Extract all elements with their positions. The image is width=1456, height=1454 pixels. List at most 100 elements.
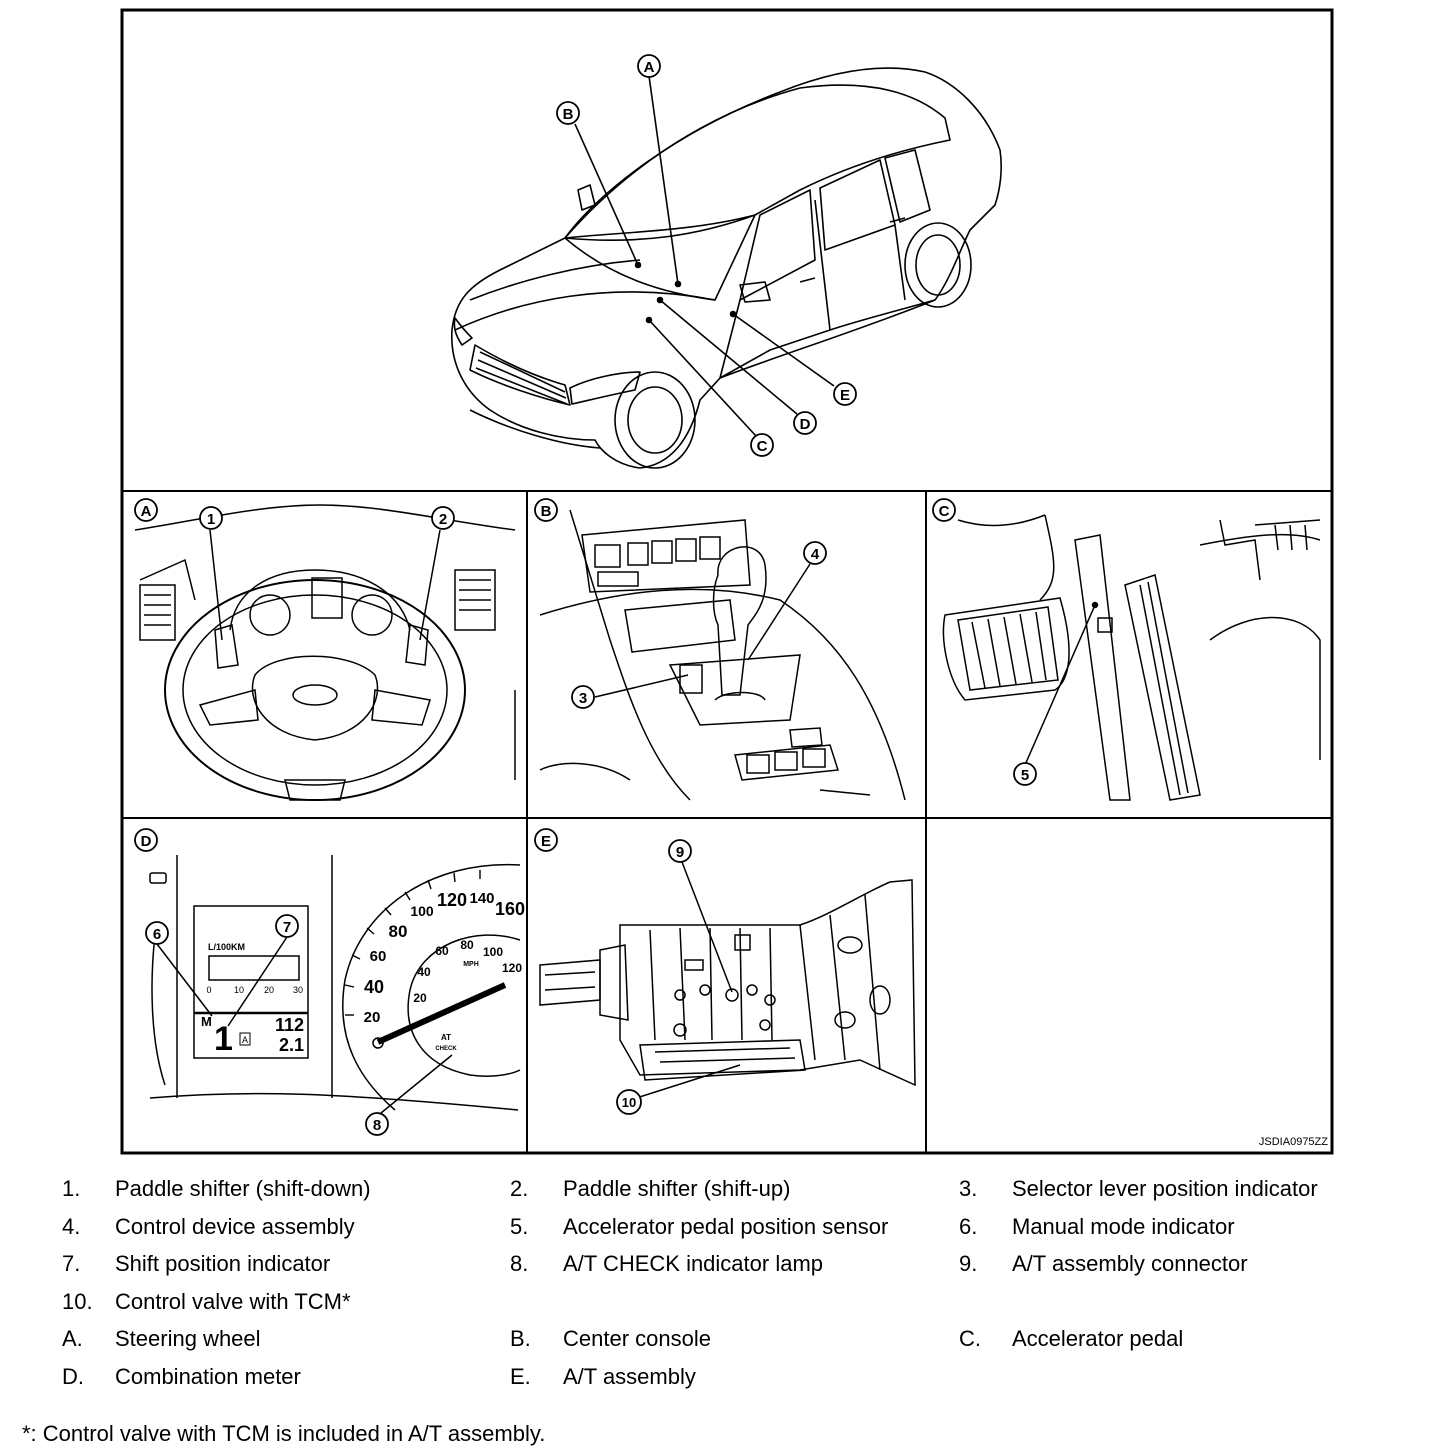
legend-text: Shift position indicator xyxy=(115,1251,331,1276)
display-scale-10: 10 xyxy=(234,985,244,995)
legend-text: Steering wheel xyxy=(115,1326,261,1351)
svg-text:B: B xyxy=(563,106,574,123)
meter-display-text: L/100KM 0 10 20 30 M 1 A 112 2.1 xyxy=(201,942,304,1058)
callout-B-panel: B xyxy=(534,498,558,522)
legend-number: 9. xyxy=(959,1251,978,1276)
callout-4: 4 xyxy=(803,541,827,565)
legend-row: 1. Paddle shifter (shift-down) 2. Paddle… xyxy=(0,1176,1456,1214)
panel-b-center-console xyxy=(539,509,906,801)
callout-3: 3 xyxy=(571,685,595,709)
legend-text: Manual mode indicator xyxy=(1012,1213,1235,1239)
legend-row: 7. Shift position indicator 8. A/T CHECK… xyxy=(0,1251,1456,1289)
legend-text: Center console xyxy=(563,1326,711,1351)
display-unit-label: L/100KM xyxy=(208,942,245,952)
legend-row: D. Combination meter E. A/T assembly xyxy=(0,1364,1456,1402)
legend-letter: D. xyxy=(62,1363,84,1389)
callout-10: 10 xyxy=(616,1089,642,1115)
svg-text:4: 4 xyxy=(811,546,820,563)
svg-text:80: 80 xyxy=(460,938,474,952)
callout-5: 5 xyxy=(1013,762,1037,786)
svg-text:CHECK: CHECK xyxy=(435,1046,457,1052)
svg-text:1: 1 xyxy=(207,511,215,528)
figure-code: JSDIA0975ZZ xyxy=(1259,1136,1328,1148)
legend-number: 7. xyxy=(62,1251,81,1276)
callout-D-car: D xyxy=(793,411,817,435)
callout-6: 6 xyxy=(145,921,169,945)
svg-text:3: 3 xyxy=(579,690,587,707)
legend-text: Control valve with TCM* xyxy=(115,1288,351,1314)
callout-2: 2 xyxy=(431,506,455,530)
callout-7: 7 xyxy=(275,914,299,938)
svg-text:E: E xyxy=(840,387,850,404)
panel-d-combination-meter xyxy=(149,855,521,1114)
panel-c-accelerator-pedal xyxy=(942,514,1321,801)
svg-text:10: 10 xyxy=(622,1095,636,1110)
svg-text:7: 7 xyxy=(283,919,291,936)
svg-text:D: D xyxy=(141,833,152,850)
svg-text:40: 40 xyxy=(364,977,384,997)
panel-e-at-assembly xyxy=(539,861,916,1101)
callout-A-car: A xyxy=(637,54,661,78)
svg-text:100: 100 xyxy=(483,945,503,959)
legend-number: 3. xyxy=(959,1176,978,1201)
svg-text:C: C xyxy=(939,503,950,520)
legend-letter: B. xyxy=(510,1326,531,1351)
legend-row: 4. Control device assembly 5. Accelerato… xyxy=(0,1214,1456,1252)
svg-text:AT: AT xyxy=(441,1033,451,1042)
legend-text: A/T assembly xyxy=(563,1363,696,1389)
svg-text:C: C xyxy=(757,438,768,455)
legend-letter: C. xyxy=(959,1326,981,1351)
legend-text: A/T assembly connector xyxy=(1012,1251,1248,1276)
svg-text:140: 140 xyxy=(469,890,494,907)
diagram-frame xyxy=(120,8,1334,1155)
panel-a-steering-wheel xyxy=(134,504,516,801)
callout-A-panel: A xyxy=(134,498,158,522)
component-location-diagram: A B C D E xyxy=(120,8,1334,1155)
svg-text:A: A xyxy=(141,503,152,520)
callout-C-panel: C xyxy=(932,498,956,522)
speedo-labels: 20 40 60 80 100 120 140 160 20 40 60 80 … xyxy=(364,890,525,1052)
manual-mode-letter: M xyxy=(201,1014,212,1029)
legend-text: Paddle shifter (shift-up) xyxy=(563,1176,791,1201)
callout-B-car: B xyxy=(556,101,580,125)
legend-row: A. Steering wheel B. Center console C. A… xyxy=(0,1326,1456,1364)
svg-text:5: 5 xyxy=(1021,767,1029,784)
legend-text: Accelerator pedal xyxy=(1012,1326,1184,1351)
svg-text:80: 80 xyxy=(389,922,408,941)
display-scale-30: 30 xyxy=(293,985,303,995)
callout-E-panel: E xyxy=(534,828,558,852)
legend-text: Combination meter xyxy=(115,1363,301,1389)
callout-D-panel: D xyxy=(134,828,158,852)
display-scale-0: 0 xyxy=(206,985,211,995)
svg-text:20: 20 xyxy=(413,991,427,1005)
svg-text:60: 60 xyxy=(370,948,387,965)
svg-text:100: 100 xyxy=(410,903,434,919)
callout-9: 9 xyxy=(668,839,692,863)
legend-text: Accelerator pedal position sensor xyxy=(563,1213,889,1239)
callout-E-car: E xyxy=(833,382,857,406)
svg-text:A: A xyxy=(644,59,655,76)
legend-number: 2. xyxy=(510,1176,529,1201)
callout-C-car: C xyxy=(750,433,774,457)
svg-text:MPH: MPH xyxy=(463,961,479,968)
callout-1: 1 xyxy=(199,506,223,530)
legend-text: Control device assembly xyxy=(115,1213,355,1239)
svg-text:9: 9 xyxy=(676,844,684,861)
svg-text:2: 2 xyxy=(439,511,447,528)
legend-letter: A. xyxy=(62,1326,83,1351)
svg-text:6: 6 xyxy=(153,926,161,943)
speedo-ticks xyxy=(344,870,481,1016)
legend-number: 10. xyxy=(62,1288,93,1314)
svg-text:E: E xyxy=(541,833,551,850)
svg-text:B: B xyxy=(541,503,552,520)
svg-text:D: D xyxy=(800,416,811,433)
a-mark: A xyxy=(242,1035,248,1045)
legend-letter: E. xyxy=(510,1363,531,1389)
legend-text: Paddle shifter (shift-down) xyxy=(115,1176,371,1201)
display-value-1: 112 xyxy=(275,1015,304,1035)
legend-number: 1. xyxy=(62,1176,81,1201)
svg-text:60: 60 xyxy=(435,944,449,958)
svg-text:20: 20 xyxy=(364,1009,381,1026)
gear-number: 1 xyxy=(214,1020,233,1058)
svg-text:8: 8 xyxy=(373,1117,381,1134)
